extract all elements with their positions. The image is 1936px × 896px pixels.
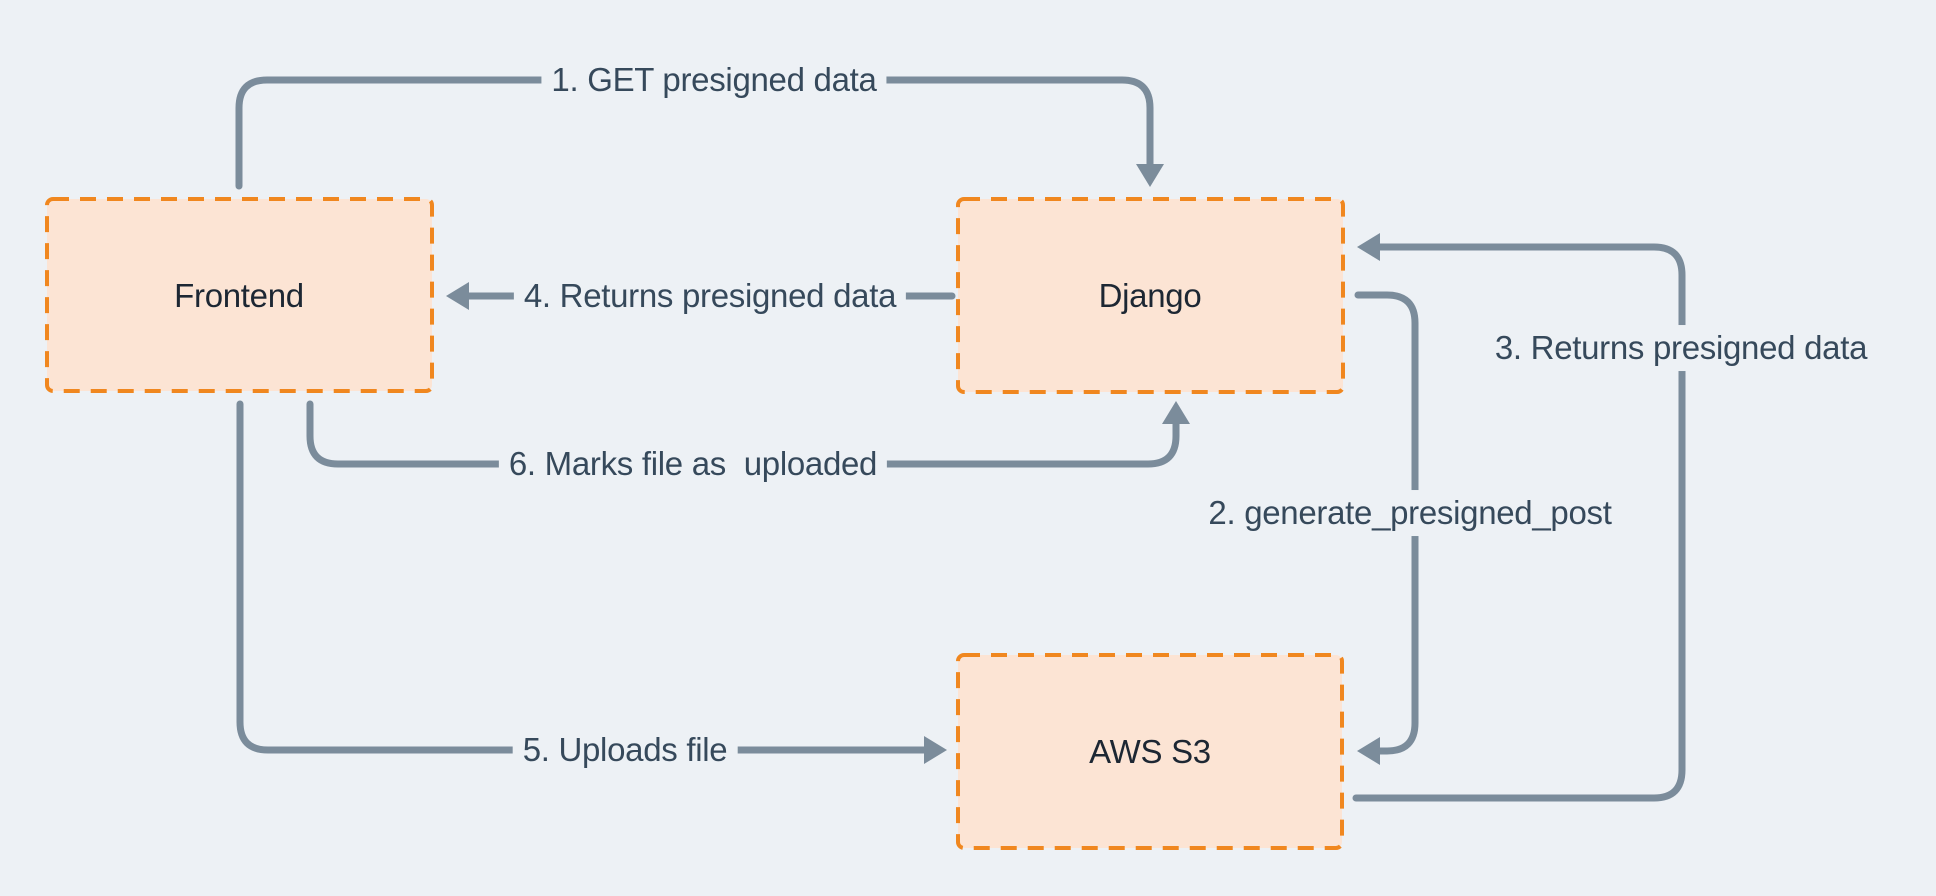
edge-3-arrowhead-icon: [1357, 233, 1380, 261]
edge-3-label: 3. Returns presigned data: [1484, 325, 1878, 371]
edge-1-label: 1. GET presigned data: [541, 57, 887, 103]
node-frontend-box: [45, 197, 434, 393]
edge-3-line: [1352, 243, 1686, 802]
node-frontend-label: Frontend: [174, 277, 304, 314]
edge-2-label: 2. generate_presigned_post: [1198, 490, 1622, 536]
node-django-box: [956, 197, 1345, 394]
edge-6-label: 6. Marks file as uploaded: [498, 441, 888, 487]
edge-2-arrowhead-icon: [1357, 737, 1380, 765]
node-aws-s3-label: AWS S3: [1089, 733, 1211, 770]
edge-1-arrowhead-icon: [1136, 164, 1164, 187]
node-aws-s3-box: [956, 653, 1344, 850]
node-django-label: Django: [1098, 277, 1202, 314]
edge-5-line: [236, 400, 928, 754]
edge-4-label: 4. Returns presigned data: [513, 273, 907, 319]
edge-4-arrowhead-icon: [446, 282, 469, 310]
edge-5-label: 5. Uploads file: [512, 727, 738, 773]
edge-5-arrowhead-icon: [924, 736, 947, 764]
edge-6-arrowhead-icon: [1162, 401, 1190, 424]
